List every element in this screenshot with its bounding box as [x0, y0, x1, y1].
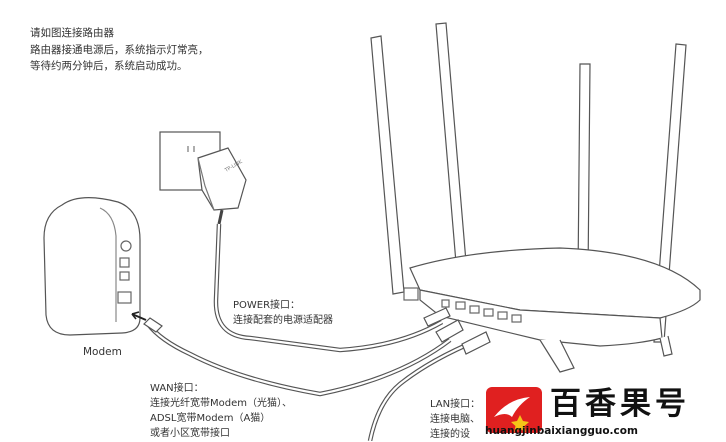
- modem-label: Modem: [83, 345, 122, 360]
- power-adapter: TP-LINK: [160, 132, 246, 224]
- power-port-title: POWER接口：: [233, 298, 333, 313]
- lan-port-title: LAN接口：: [430, 397, 480, 412]
- wan-port-line-2: ADSL宽带Modem（A猫）: [150, 411, 292, 426]
- lan-port-line-1: 连接电脑、: [430, 412, 480, 427]
- lan-port-callout: LAN接口： 连接电脑、 连接的设: [430, 397, 480, 442]
- modem-device: [44, 198, 146, 335]
- lan-port-line-2: 连接的设: [430, 427, 480, 442]
- adapter-body: [198, 148, 246, 210]
- intro-line-2: 路由器接通电源后，系统指示灯常亮，: [30, 42, 209, 59]
- intro-text: 请如图连接路由器 路由器接通电源后，系统指示灯常亮， 等待约两分钟后，系统启动成…: [30, 25, 209, 75]
- power-port-callout: POWER接口： 连接配套的电源适配器: [233, 298, 333, 328]
- wan-port-line-3: 或者小区宽带接口: [150, 426, 292, 441]
- power-cable: [216, 224, 442, 350]
- watermark-url: huangjinbaixiangguo.com: [485, 425, 638, 438]
- wan-port-title: WAN接口：: [150, 381, 292, 396]
- power-port-desc: 连接配套的电源适配器: [233, 313, 333, 328]
- intro-line-1: 请如图连接路由器: [30, 25, 209, 42]
- intro-line-3: 等待约两分钟后，系统启动成功。: [30, 58, 209, 75]
- watermark-title: 百香果号: [550, 386, 690, 422]
- wan-port-callout: WAN接口： 连接光纤宽带Modem（光猫）、 ADSL宽带Modem（A猫） …: [150, 381, 292, 441]
- wan-port-line-1: 连接光纤宽带Modem（光猫）、: [150, 396, 292, 411]
